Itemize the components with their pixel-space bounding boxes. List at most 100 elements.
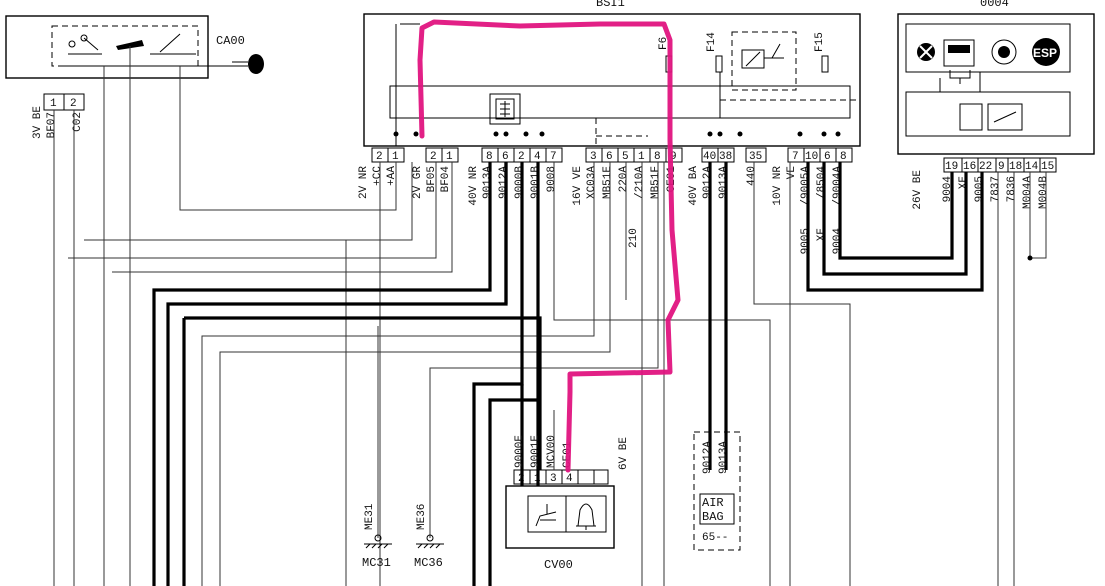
bsi-c-pin-6: 6 — [502, 151, 509, 163]
cv00-label: 6V BE — [618, 437, 630, 470]
cv00-wire-9001e: 9001E — [530, 435, 542, 468]
thick-wires — [152, 162, 984, 586]
bsi-inner-board — [389, 85, 851, 119]
bsi-unit: BSI1 F6 F14 F15 — [363, 0, 861, 147]
bsi-connector-c: 8 6 2 4 7 40V NR 9013A 9012A 9000B 9001B… — [468, 147, 563, 206]
bsi-c-label: 40V NR — [468, 166, 480, 206]
bsi-c-pin-7: 7 — [550, 151, 557, 163]
bsi-b-wire-bf05: BF05 — [426, 166, 438, 192]
thin-wires — [53, 46, 1047, 586]
bsi-a-pin-1: 1 — [392, 151, 399, 163]
earth-mc31-label: MC31 — [362, 556, 391, 570]
warning-lamp-icon — [917, 43, 935, 61]
bsi-d-pin-6: 6 — [606, 151, 613, 163]
bsi-e-wire-9013a: 9013A — [718, 166, 730, 199]
fuse-f14-label: F14 — [706, 32, 718, 52]
relay-coil-icon — [741, 49, 765, 69]
bsi-connector-d: 3 6 5 1 8 9 16V VE XC03A MB51E 220A /210… — [572, 147, 683, 206]
bsi-g-label: 10V NR — [772, 166, 784, 206]
highlighted-circuit-trace — [417, 19, 681, 473]
bsi-g-wire-9004a: /9004A — [832, 166, 844, 206]
combi-pin-15: 15 — [1041, 161, 1054, 173]
bsi-d-pin-1: 1 — [638, 151, 645, 163]
bsi-a-label: 2V NR — [358, 166, 370, 199]
ignition-switch-ca00: CA00 — [5, 15, 264, 79]
bsi-g-wire-9005a: /9005A — [800, 166, 812, 206]
bsi-module-icon — [489, 93, 521, 125]
bsi-d-wire-xc03a: XC03A — [586, 166, 598, 199]
buzzer-cv00: CV00 2 1 3 4 6V BE 9000E 9001E MCV00 CE0… — [505, 410, 630, 572]
instrument-cluster-0004: 0004 ESP 19 16 — [897, 0, 1095, 210]
cv00-pin-4: 4 — [566, 473, 573, 485]
bsi-a-wire-aa: +AA — [386, 166, 398, 186]
bsi-d-wire-210a: /210A — [634, 166, 646, 199]
bsi-d-wire-mb51f: MB51F — [650, 166, 662, 199]
instrument-cluster-label: 0004 — [980, 0, 1009, 10]
bsi-e-wire-9012a: 9012A — [702, 166, 714, 199]
cv00-wire-9000e: 9000E — [514, 435, 526, 468]
buzzer-label: CV00 — [544, 558, 573, 572]
bsi-d-wire-mb51e: MB51E — [602, 166, 614, 199]
airbag-wire-9013a: 9013A — [718, 441, 730, 474]
combi-wire-m004b: M004B — [1038, 176, 1050, 209]
bsi-d-pin-3: 3 — [590, 151, 597, 163]
airbag-wire-9012a: 9012A — [702, 441, 714, 474]
combi-wire-xe: XE — [958, 176, 970, 190]
combi-pin-19: 19 — [945, 161, 958, 173]
ca00-wire-bf07: BF07 — [46, 112, 58, 138]
combi-pin-14: 14 — [1025, 161, 1039, 173]
fuse-f6-label: F6 — [658, 37, 670, 50]
cv00-pin-3: 3 — [550, 473, 557, 485]
combi-wire-7836: 7836 — [1006, 176, 1018, 202]
bsi-g-wire-9005: 9005 — [800, 228, 812, 254]
bsi-c-wire-9008: 9008 — [546, 166, 558, 192]
bsi-d-wire-220a: 220A — [618, 166, 630, 193]
bsi-label: BSI1 — [596, 0, 625, 10]
bsi-c-pin-4: 4 — [534, 151, 541, 163]
bsi-g-pin-7: 7 — [792, 151, 799, 163]
airbag-label-line1: AIR — [702, 496, 724, 510]
fuse-f15-label: F15 — [814, 32, 826, 52]
airbag-number: 65-- — [702, 532, 728, 544]
ca00-pin-2: 2 — [70, 98, 77, 110]
fuse-f15: F15 — [814, 32, 829, 73]
earth-mc36: ME36 MC36 — [414, 504, 444, 570]
bsi-connector-a: 2 1 2V NR +CC +AA — [358, 147, 405, 199]
bsi-e-pin-38: 38 — [719, 151, 732, 163]
fuse-f14: F14 — [706, 32, 723, 73]
bsi-a-wire-cc: +CC — [372, 166, 384, 186]
bsi-c-wire-9000b: 9000B — [514, 166, 526, 199]
bsi-h-pin-8: 8 — [840, 151, 847, 163]
bsi-e-pin-40: 40 — [703, 151, 716, 163]
bsi-b-pin-1: 1 — [446, 151, 453, 163]
bsi-e-label: 40V BA — [688, 166, 700, 206]
bsi-h-label: VE — [786, 166, 798, 180]
bsi-connector-f: 35 440 — [745, 147, 767, 186]
cluster-processor-icon — [959, 103, 1023, 131]
earth-mc31-wire: ME31 — [364, 503, 376, 530]
earth-mc36-wire: ME36 — [416, 504, 428, 530]
ca00-pin-1: 1 — [50, 98, 57, 110]
bsi-d-label: 16V VE — [572, 166, 584, 206]
esp-icon-text: ESP — [1033, 46, 1057, 60]
airbag-label-line2: BAG — [702, 510, 724, 524]
bsi-connector-b: 2 1 2V GR BF05 BF04 — [412, 147, 459, 199]
bsi-c-pin-2: 2 — [518, 151, 525, 163]
bell-icon — [576, 503, 596, 530]
combi-label: 26V BE — [912, 170, 924, 210]
bsi-g-wire-xe: XE — [816, 228, 828, 242]
combi-wire-7837: 7837 — [990, 176, 1002, 202]
bsi-h-pin-10: 10 — [805, 151, 818, 163]
bsi-c-wire-9001b: 9001B — [530, 166, 542, 199]
bsi-a-pin-2: 2 — [376, 151, 383, 163]
digital-display-icon — [943, 39, 975, 84]
combi-wire-m004a: M004A — [1022, 176, 1034, 209]
airbag-connector: 9012A 9013A AIR BAG 65-- — [693, 431, 741, 551]
bsi-c-pin-8: 8 — [486, 151, 493, 163]
ca00-connector: 1 2 3V BE BF07 C02 — [32, 93, 85, 139]
earth-mc36-label: MC36 — [414, 556, 443, 570]
wiper-switch-icon — [535, 504, 557, 527]
esp-warning-icon: ESP — [1032, 38, 1060, 66]
earth-mc31: ME31 MC31 — [362, 503, 392, 570]
